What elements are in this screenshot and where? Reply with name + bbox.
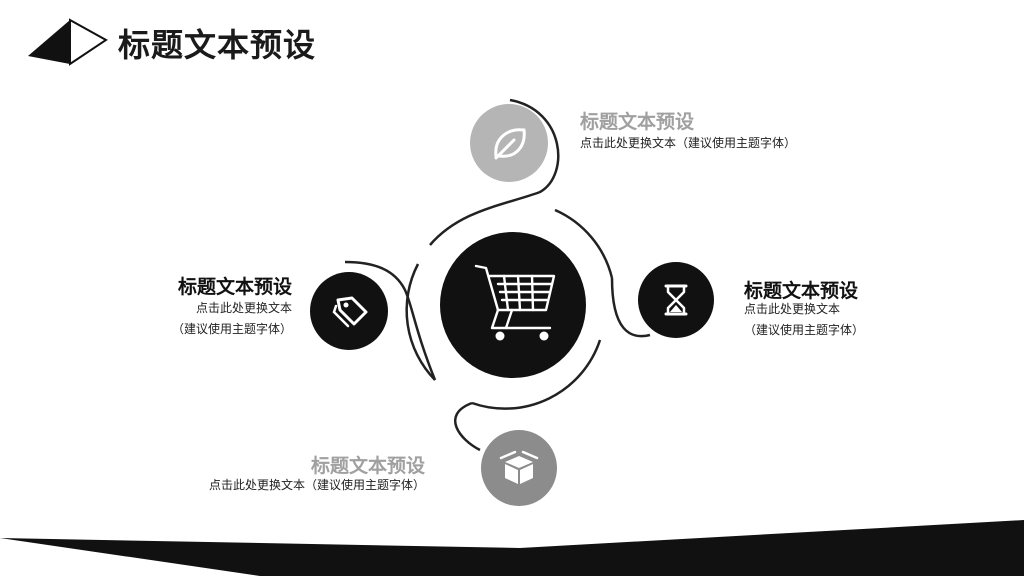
connector-ring bbox=[471, 339, 602, 410]
node-right-circle bbox=[638, 262, 714, 338]
item-top-desc: 点击此处更换文本（建议使用主题字体） bbox=[580, 136, 797, 150]
connector-ring bbox=[554, 208, 614, 279]
connector-curve-top bbox=[429, 98, 560, 246]
node-left-circle bbox=[310, 272, 388, 350]
item-right-desc-line1: 点击此处更换文本 bbox=[744, 302, 841, 316]
item-left-title: 标题文本预设 bbox=[177, 276, 292, 298]
connector-curve-bottom bbox=[453, 401, 481, 452]
shopping-cart-icon bbox=[474, 264, 556, 341]
item-right-title: 标题文本预设 bbox=[744, 280, 859, 302]
title-triangle-icon bbox=[28, 18, 108, 66]
connector-curve-left bbox=[344, 260, 437, 381]
page-title: 标题文本预设 bbox=[118, 26, 317, 64]
connector-ring bbox=[405, 263, 436, 381]
item-bottom-title: 标题文本预设 bbox=[310, 455, 425, 477]
node-bottom-circle bbox=[481, 430, 557, 506]
package-box-icon bbox=[499, 450, 539, 484]
bottom-band bbox=[0, 520, 1024, 576]
hourglass-icon bbox=[664, 284, 688, 316]
item-left-desc-line1: 点击此处更换文本 bbox=[195, 301, 292, 315]
node-top-circle bbox=[470, 104, 548, 182]
item-left-desc-line2: （建议使用主题字体） bbox=[171, 322, 292, 336]
item-right-desc-line2: （建议使用主题字体） bbox=[744, 323, 865, 337]
connector-curve-right bbox=[610, 277, 651, 338]
item-bottom-desc: 点击此处更换文本（建议使用主题字体） bbox=[208, 478, 425, 492]
item-top-title: 标题文本预设 bbox=[580, 111, 695, 133]
leaf-icon bbox=[494, 128, 526, 160]
price-tag-icon bbox=[332, 296, 368, 328]
hub-circle bbox=[440, 232, 586, 378]
